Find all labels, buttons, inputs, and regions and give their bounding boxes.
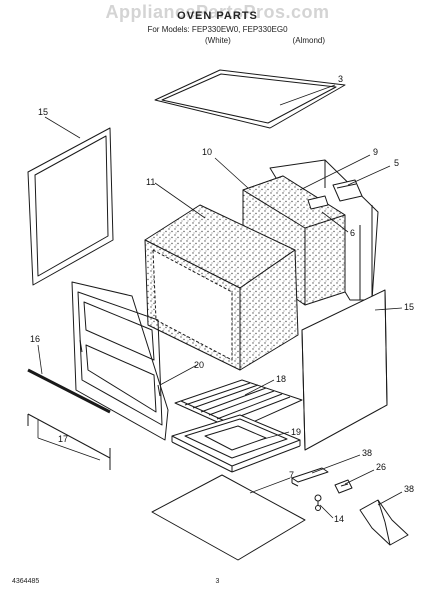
- callout-5: 5: [394, 158, 399, 168]
- page-number: 3: [215, 578, 220, 585]
- lower-bracket-part: [359, 499, 409, 546]
- callout-15-left: 15: [38, 107, 48, 117]
- watermark: AppliancePartsPros.com: [105, 2, 330, 22]
- callout-16: 16: [30, 334, 40, 344]
- door-gasket-part: [27, 368, 111, 470]
- rear-insulation-part: [242, 175, 346, 306]
- leader-lines: [37, 84, 403, 519]
- document-number: 4364485: [12, 578, 40, 585]
- color-variants: (White) (Almond): [205, 36, 325, 45]
- callout-38-lower: 38: [404, 484, 414, 494]
- callout-6: 6: [350, 228, 355, 238]
- callout-14: 14: [334, 514, 344, 524]
- left-side-panel-part: [27, 127, 114, 286]
- callout-11: 11: [146, 177, 155, 187]
- callout-15-right: 15: [404, 302, 414, 312]
- bottom-panel-part: [151, 474, 306, 561]
- oven-front-frame-part: [71, 281, 169, 441]
- top-panel-part: [154, 69, 346, 129]
- callout-10: 10: [202, 147, 212, 157]
- callout-7: 7: [289, 470, 294, 480]
- page-title: OVEN PARTS: [177, 10, 258, 22]
- callout-17: 17: [58, 434, 68, 444]
- callout-19: 19: [291, 427, 301, 437]
- oven-insulation-part: [144, 204, 299, 371]
- clip-part: [334, 479, 353, 494]
- color-variant-almond: (Almond): [292, 36, 325, 45]
- callout-26: 26: [376, 462, 386, 472]
- model-subtitle: For Models: FEP330EW0, FEP330EG0: [147, 25, 288, 34]
- callout-20: 20: [194, 360, 204, 370]
- screw-part: [314, 494, 322, 511]
- right-side-panel-part: [301, 289, 388, 451]
- callout-9: 9: [373, 147, 378, 157]
- callout-38-upper: 38: [362, 448, 372, 458]
- callout-18: 18: [276, 374, 286, 384]
- upper-bracket-part: [291, 467, 329, 487]
- color-variant-white: (White): [205, 36, 231, 45]
- callout-labels: 3 15 10 9 5 11 6 15 16 20 18 17 19 38 26…: [30, 74, 414, 524]
- broiler-pan-part: [171, 414, 301, 473]
- callout-3: 3: [338, 74, 343, 84]
